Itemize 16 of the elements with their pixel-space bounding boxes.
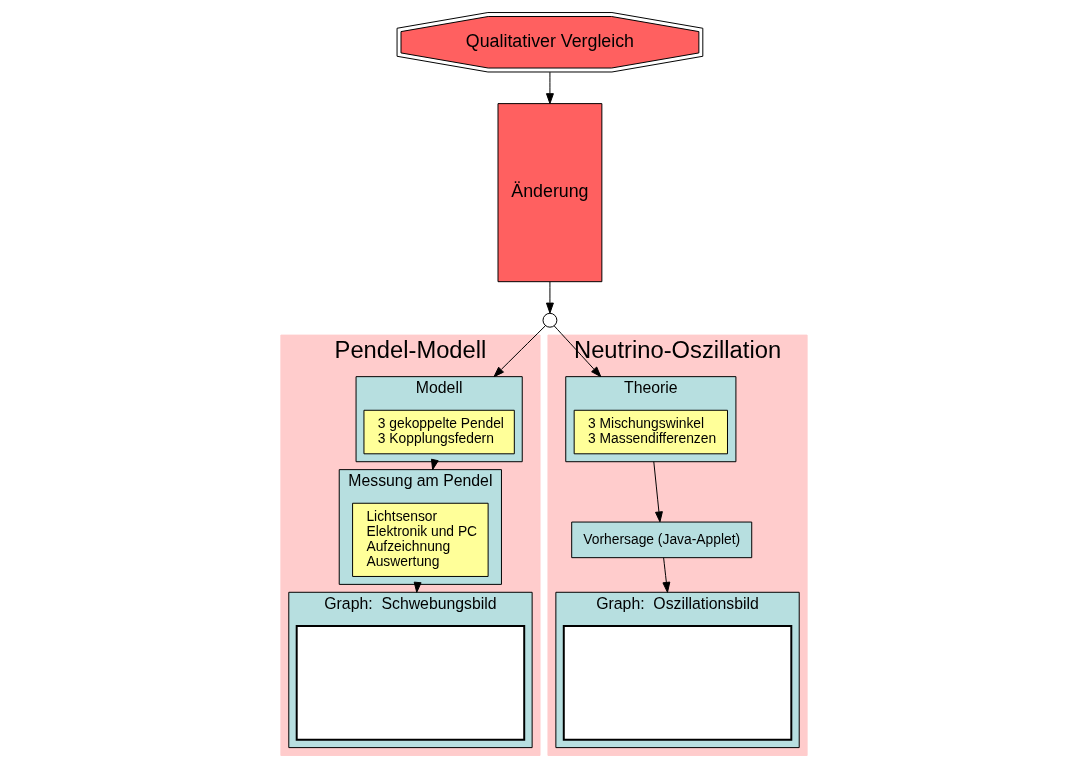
arrow bbox=[662, 557, 671, 593]
node-box bbox=[295, 624, 526, 741]
node-box: 3 Mischungswinkel 3 Massendifferenzen bbox=[573, 409, 728, 455]
node-circle bbox=[542, 312, 558, 328]
arrow bbox=[653, 461, 663, 523]
node-box: Änderung bbox=[497, 103, 603, 283]
node-box bbox=[562, 624, 793, 741]
node-box: Lichtsensor Elektronik und PC Aufzeichnung Auswertung bbox=[352, 502, 489, 577]
arrow bbox=[553, 325, 602, 378]
node-box: Vorhersage (Java-Applet) bbox=[571, 521, 753, 559]
cluster: Graph: Schwebungsbild bbox=[288, 591, 533, 749]
arrow bbox=[545, 71, 554, 105]
cluster: Graph: Oszillationsbild bbox=[555, 591, 800, 749]
arrow bbox=[545, 281, 554, 314]
arrow bbox=[493, 325, 546, 378]
node-box: 3 gekoppelte Pendel 3 Kopplungsfedern bbox=[363, 409, 515, 455]
